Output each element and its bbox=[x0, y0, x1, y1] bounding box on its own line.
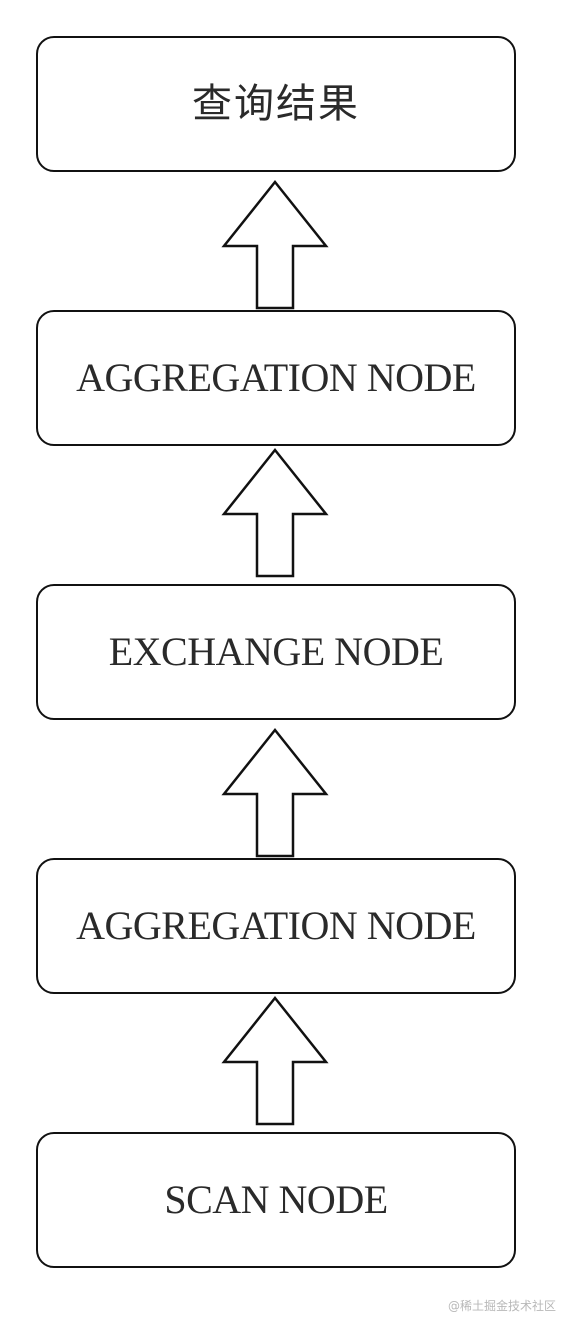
node-aggregation-lower: AGGREGATION NODE bbox=[36, 858, 516, 994]
node-query-result: 查询结果 bbox=[36, 36, 516, 172]
node-label: AGGREGATION NODE bbox=[76, 355, 476, 400]
node-label: EXCHANGE NODE bbox=[108, 629, 444, 674]
up-arrow-icon bbox=[221, 179, 329, 310]
node-scan: SCAN NODE bbox=[36, 1132, 516, 1268]
node-label: 查询结果 bbox=[192, 81, 360, 127]
up-arrow-icon bbox=[221, 995, 329, 1126]
watermark: @稀土掘金技术社区 bbox=[447, 1299, 556, 1313]
node-label: SCAN NODE bbox=[164, 1177, 388, 1222]
node-label: AGGREGATION NODE bbox=[76, 903, 476, 948]
up-arrow-icon bbox=[221, 727, 329, 858]
node-aggregation-upper: AGGREGATION NODE bbox=[36, 310, 516, 446]
up-arrow-icon bbox=[221, 447, 329, 578]
node-exchange: EXCHANGE NODE bbox=[36, 584, 516, 720]
